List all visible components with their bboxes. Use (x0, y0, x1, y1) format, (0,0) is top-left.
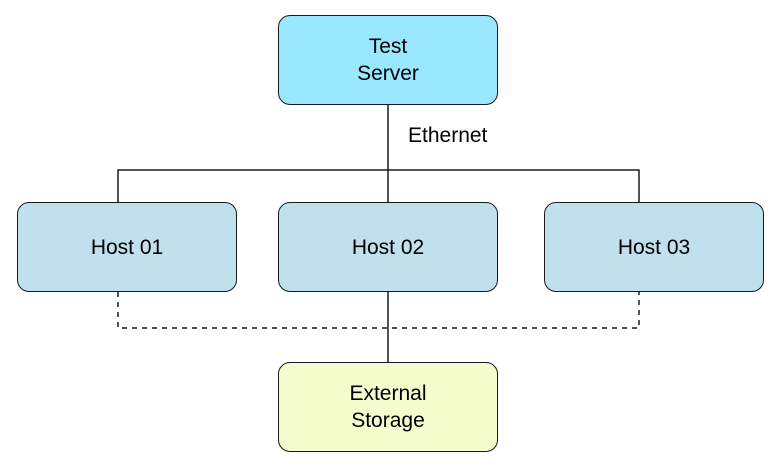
host-01-label: Host 01 (90, 235, 164, 259)
host-03-label: Host 03 (617, 235, 691, 259)
host-03-node: Host 03 (544, 202, 764, 292)
external-storage-node: External Storage (278, 362, 498, 452)
external-storage-label-line1: External (349, 382, 427, 405)
ethernet-bus-line (117, 169, 640, 203)
storage-dashed-link (117, 292, 640, 329)
test-server-label-line2: Server (357, 62, 419, 85)
test-server-label-line1: Test (368, 35, 408, 58)
host-02-node: Host 02 (278, 202, 498, 292)
test-server-node: Test Server (278, 15, 498, 105)
ethernet-label: Ethernet (408, 124, 488, 147)
host-01-node: Host 01 (17, 202, 237, 292)
host-02-label: Host 02 (351, 235, 425, 259)
external-storage-label-line2: Storage (351, 409, 425, 432)
